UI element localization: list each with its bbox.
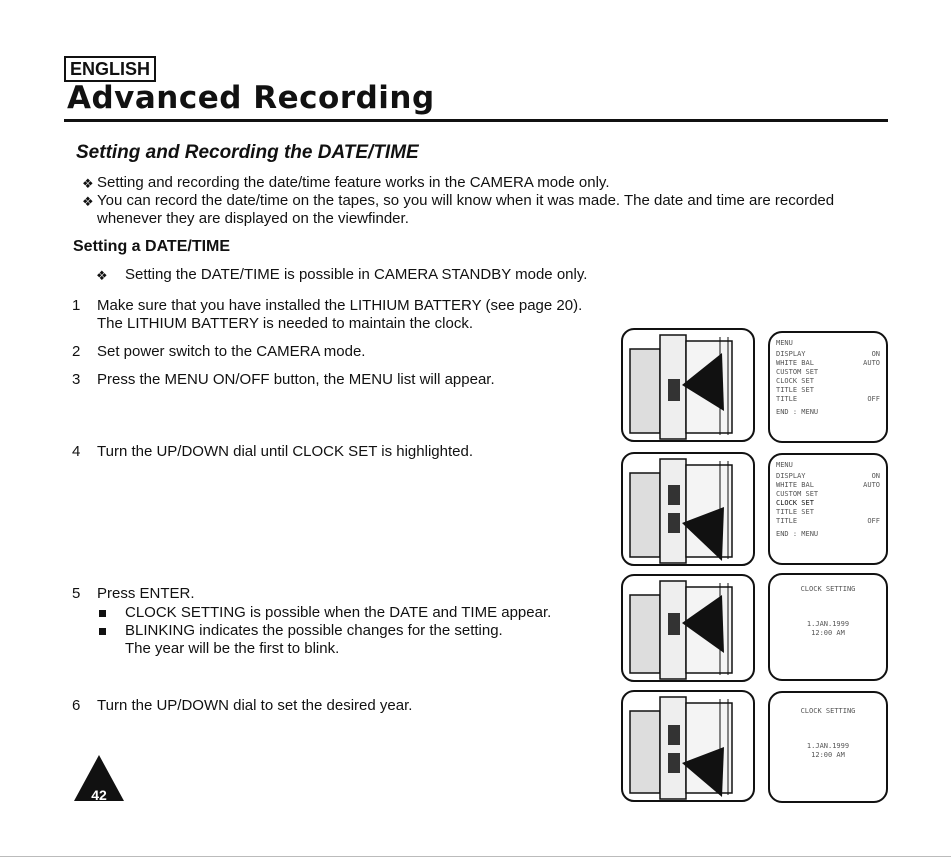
square-bullet-icon (99, 610, 106, 617)
menu-screen-title: MENU (776, 339, 793, 347)
camcorder-enter-button-icon (621, 574, 755, 682)
menu-item-label: DISPLAY (776, 350, 806, 358)
subheading: Setting a DATE/TIME (73, 238, 231, 255)
step-number: 2 (72, 343, 81, 360)
menu-item-label: CUSTOM SET (776, 490, 819, 498)
menu-row: WHITE BAL AUTO (770, 359, 886, 368)
menu-screen-footer: END : MENU (776, 530, 819, 538)
step-1-line-1: Make sure that you have installed the LI… (97, 297, 583, 314)
diamond-bullet-icon: ❖ (96, 268, 108, 283)
clock-screen-date: 1.JAN.1999 (806, 620, 850, 628)
page-title: Advanced Recording (67, 80, 435, 116)
viewfinder-clock-screen: CLOCK SETTING 1.JAN.1999 12:00 AM (768, 573, 888, 681)
camcorder-illustration (620, 573, 755, 683)
menu-screen-footer: END : MENU (776, 408, 819, 416)
menu-row: TITLE OFF (770, 395, 886, 404)
menu-row: TITLE SET (770, 508, 886, 517)
title-rule (64, 119, 888, 122)
step-5-note: The year will be the first to blink. (125, 640, 340, 657)
menu-row: DISPLAY ON (770, 472, 886, 481)
step-number: 3 (72, 371, 81, 388)
step-3-text: Press the MENU ON/OFF button, the MENU l… (97, 371, 495, 388)
menu-item-label: TITLE SET (776, 386, 814, 394)
step-number: 4 (72, 443, 81, 460)
menu-row: WHITE BAL AUTO (770, 481, 886, 490)
intro-bullet-2: You can record the date/time on the tape… (97, 192, 835, 209)
menu-item-label: DISPLAY (776, 472, 806, 480)
menu-item-value: OFF (867, 395, 880, 403)
menu-row: TITLE SET (770, 386, 886, 395)
step-1-line-2: The LITHIUM BATTERY is needed to maintai… (97, 315, 473, 332)
menu-row: CUSTOM SET (770, 368, 886, 377)
language-badge: ENGLISH (64, 56, 157, 82)
step-number: 6 (72, 697, 81, 714)
step-2-text: Set power switch to the CAMERA mode. (97, 343, 366, 360)
clock-screen-title: CLOCK SETTING (800, 707, 856, 715)
clock-screen-time: 12:00 AM (811, 751, 845, 759)
menu-item-value: ON (871, 472, 880, 480)
clock-screen-date: 1.JAN.1999 (806, 742, 850, 750)
step-6-text: Turn the UP/DOWN dial to set the desired… (97, 697, 413, 714)
menu-row: CUSTOM SET (770, 490, 886, 499)
camcorder-menu-button-icon (621, 328, 755, 442)
menu-row: CLOCK SET (770, 377, 886, 386)
step-number: 1 (72, 297, 81, 314)
camcorder-updown-dial-icon (621, 452, 755, 566)
menu-row-highlighted: CLOCK SET (770, 499, 886, 508)
viewfinder-clock-screen: CLOCK SETTING 1.JAN.1999 12:00 AM (768, 691, 888, 803)
menu-item-label: WHITE BAL (776, 481, 814, 489)
step-5-bullet-1: CLOCK SETTING is possible when the DATE … (125, 604, 552, 621)
step-5-bullet-2: BLINKING indicates the possible changes … (125, 622, 503, 639)
camcorder-illustration (620, 451, 755, 567)
menu-item-value: OFF (867, 517, 880, 525)
square-bullet-icon (99, 628, 106, 635)
menu-item-label: CLOCK SET (776, 377, 814, 385)
menu-screen-title: MENU (776, 461, 793, 469)
page-number: 42 (91, 787, 107, 803)
menu-item-value: ON (871, 350, 880, 358)
menu-item-value: AUTO (863, 359, 880, 367)
step-number: 5 (72, 585, 81, 602)
step-5-text: Press ENTER. (97, 585, 195, 602)
diamond-bullet-icon: ❖ (82, 176, 94, 191)
diamond-bullet-icon: ❖ (82, 194, 94, 209)
menu-item-label: TITLE SET (776, 508, 814, 516)
menu-item-label: TITLE (776, 517, 798, 525)
camcorder-illustration (620, 689, 755, 803)
menu-item-label: CUSTOM SET (776, 368, 819, 376)
camcorder-illustration (620, 327, 755, 443)
camcorder-updown-dial-icon (621, 690, 755, 802)
section-title: Setting and Recording the DATE/TIME (76, 142, 419, 163)
clock-screen-title: CLOCK SETTING (800, 585, 856, 593)
clock-screen-time: 12:00 AM (811, 629, 845, 637)
page-number-triangle-icon (74, 755, 124, 801)
sub-bullet: Setting the DATE/TIME is possible in CAM… (125, 266, 588, 283)
step-4-text: Turn the UP/DOWN dial until CLOCK SET is… (97, 443, 473, 460)
menu-item-label: TITLE (776, 395, 798, 403)
menu-item-label: WHITE BAL (776, 359, 814, 367)
menu-item-value: AUTO (863, 481, 880, 489)
menu-row: TITLE OFF (770, 517, 886, 526)
menu-item-label: CLOCK SET (776, 499, 814, 507)
intro-bullet-2-continued: whenever they are displayed on the viewf… (97, 210, 409, 227)
intro-bullet-1: Setting and recording the date/time feat… (97, 174, 610, 191)
bottom-rule (0, 856, 951, 857)
menu-row: DISPLAY ON (770, 350, 886, 359)
